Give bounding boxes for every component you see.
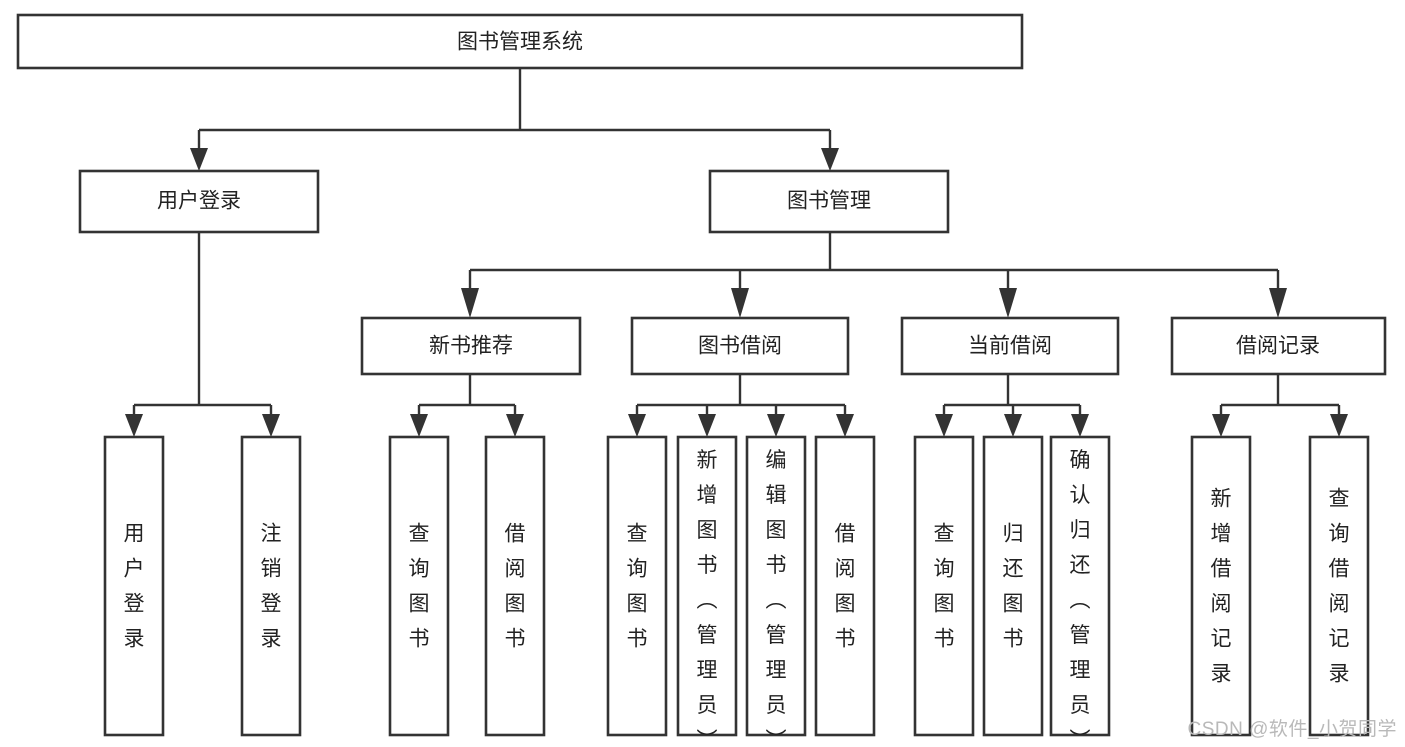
leaf-confirm-return[interactable]: 确认归还︵管理员︶ xyxy=(1049,435,1111,747)
node-new-book-rec-box[interactable] xyxy=(360,316,582,376)
leaf-add-record-label: 新增借阅记录 xyxy=(1211,488,1232,686)
arrow-head-leaf-return-book xyxy=(1004,414,1022,437)
arrow-head-new-book-rec xyxy=(461,288,479,318)
leaf-query-record-box[interactable] xyxy=(1308,435,1370,737)
arrow-head-leaf-edit-book xyxy=(767,414,785,437)
leaf-logout-label: 注销登录 xyxy=(261,523,282,651)
node-book-borrow-label: 图书借阅 xyxy=(698,335,782,358)
arrow-head-leaf-query-book-current xyxy=(935,414,953,437)
leaf-query-record[interactable]: 查询借阅记录 xyxy=(1308,435,1370,737)
arrow-head-book-manage xyxy=(821,148,839,171)
connector-group-root-to-level2 xyxy=(190,68,839,171)
leaf-add-book[interactable]: 新增图书︵管理员︶ xyxy=(676,435,738,747)
node-user-login-label: 用户登录 xyxy=(157,190,241,213)
arrow-head-user-login xyxy=(190,148,208,171)
leaf-borrow-book-label: 借阅图书 xyxy=(835,523,856,651)
node-book-manage-label: 图书管理 xyxy=(787,190,871,213)
leaf-edit-book-box[interactable] xyxy=(745,435,807,737)
leaf-query-book-borrow[interactable]: 查询图书 xyxy=(606,435,668,737)
node-borrow-record[interactable]: 借阅记录 xyxy=(1170,316,1387,376)
leaf-add-book-box[interactable] xyxy=(676,435,738,737)
leaf-borrow-book-rec[interactable]: 借阅图书 xyxy=(484,435,546,737)
node-current-borrow-label: 当前借阅 xyxy=(968,335,1052,358)
arrow-head-leaf-query-record xyxy=(1330,414,1348,437)
node-root-label: 图书管理系统 xyxy=(457,31,583,54)
leaf-borrow-book-rec-label: 借阅图书 xyxy=(505,523,526,651)
arrow-head-leaf-borrow-book xyxy=(836,414,854,437)
node-borrow-record-box[interactable] xyxy=(1170,316,1387,376)
leaf-query-book-rec[interactable]: 查询图书 xyxy=(388,435,450,737)
leaf-user-login-label: 用户登录 xyxy=(124,523,145,651)
leaf-borrow-book-rec-box[interactable] xyxy=(484,435,546,737)
connector-group-new-book-rec-to-leaves xyxy=(410,374,524,437)
arrow-head-current-borrow xyxy=(999,288,1017,318)
leaf-return-book-box[interactable] xyxy=(982,435,1044,737)
arrow-head-leaf-logout xyxy=(262,414,280,437)
node-user-login-box[interactable] xyxy=(78,169,320,234)
connector-group-current-borrow-to-leaves xyxy=(935,374,1089,437)
node-book-manage[interactable]: 图书管理 xyxy=(708,169,950,234)
leaf-query-book-rec-box[interactable] xyxy=(388,435,450,737)
node-book-borrow-box[interactable] xyxy=(630,316,850,376)
leaf-query-book-current-box[interactable] xyxy=(913,435,975,737)
node-new-book-rec[interactable]: 新书推荐 xyxy=(360,316,582,376)
leaf-borrow-book[interactable]: 借阅图书 xyxy=(814,435,876,737)
leaf-user-login-box[interactable] xyxy=(103,435,165,737)
leaf-add-book-label: 新增图书︵管理员︶ xyxy=(697,449,718,747)
watermark-label: CSDN @软件_小贺同学 xyxy=(1187,719,1397,740)
node-new-book-rec-label: 新书推荐 xyxy=(429,335,513,358)
arrow-head-leaf-query-book-borrow xyxy=(628,414,646,437)
leaf-user-login[interactable]: 用户登录 xyxy=(103,435,165,737)
arrow-head-leaf-query-book-rec xyxy=(410,414,428,437)
leaf-edit-book[interactable]: 编辑图书︵管理员︶ xyxy=(745,435,807,747)
node-root[interactable]: 图书管理系统 xyxy=(16,13,1024,70)
node-current-borrow-box[interactable] xyxy=(900,316,1120,376)
arrow-head-book-borrow xyxy=(731,288,749,318)
node-borrow-record-label: 借阅记录 xyxy=(1236,335,1320,358)
leaf-logout[interactable]: 注销登录 xyxy=(240,435,302,737)
node-root-box[interactable] xyxy=(16,13,1024,70)
arrow-head-leaf-borrow-book-rec xyxy=(506,414,524,437)
node-book-borrow[interactable]: 图书借阅 xyxy=(630,316,850,376)
leaf-edit-book-label: 编辑图书︵管理员︶ xyxy=(766,449,787,747)
arrow-head-leaf-user-login xyxy=(125,414,143,437)
leaf-return-book-label: 归还图书 xyxy=(1003,523,1024,651)
node-user-login[interactable]: 用户登录 xyxy=(78,169,320,234)
leaf-query-book-borrow-box[interactable] xyxy=(606,435,668,737)
leaf-add-record[interactable]: 新增借阅记录 xyxy=(1190,435,1252,737)
leaf-borrow-book-box[interactable] xyxy=(814,435,876,737)
connector-group-user-login-to-leaves xyxy=(125,232,280,437)
connector-group-book-borrow-to-leaves xyxy=(628,374,854,437)
leaf-logout-box[interactable] xyxy=(240,435,302,737)
arrow-head-borrow-record xyxy=(1269,288,1287,318)
leaf-confirm-return-label: 确认归还︵管理员︶ xyxy=(1070,449,1091,747)
connector-group-borrow-record-to-leaves xyxy=(1212,374,1348,437)
leaf-confirm-return-box[interactable] xyxy=(1049,435,1111,737)
leaf-query-book-borrow-label: 查询图书 xyxy=(627,523,648,651)
leaf-query-record-label: 查询借阅记录 xyxy=(1329,488,1350,686)
arrow-head-leaf-confirm-return xyxy=(1071,414,1089,437)
leaf-node-layer: 用户登录 注销登录 查询图书 借阅图书 查询图书 新增图书︵管理员︶ 编辑图书︵管理员︶ 借阅… xyxy=(103,435,1370,747)
leaf-return-book[interactable]: 归还图书 xyxy=(982,435,1044,737)
node-current-borrow[interactable]: 当前借阅 xyxy=(900,316,1120,376)
leaf-add-record-box[interactable] xyxy=(1190,435,1252,737)
node-book-manage-box[interactable] xyxy=(708,169,950,234)
leaf-query-book-rec-label: 查询图书 xyxy=(409,523,430,651)
connector-group-book-manage-to-level3 xyxy=(461,232,1287,318)
leaf-query-book-current-label: 查询图书 xyxy=(934,523,955,651)
arrow-head-leaf-add-book xyxy=(698,414,716,437)
arrow-head-leaf-add-record xyxy=(1212,414,1230,437)
leaf-query-book-current[interactable]: 查询图书 xyxy=(913,435,975,737)
